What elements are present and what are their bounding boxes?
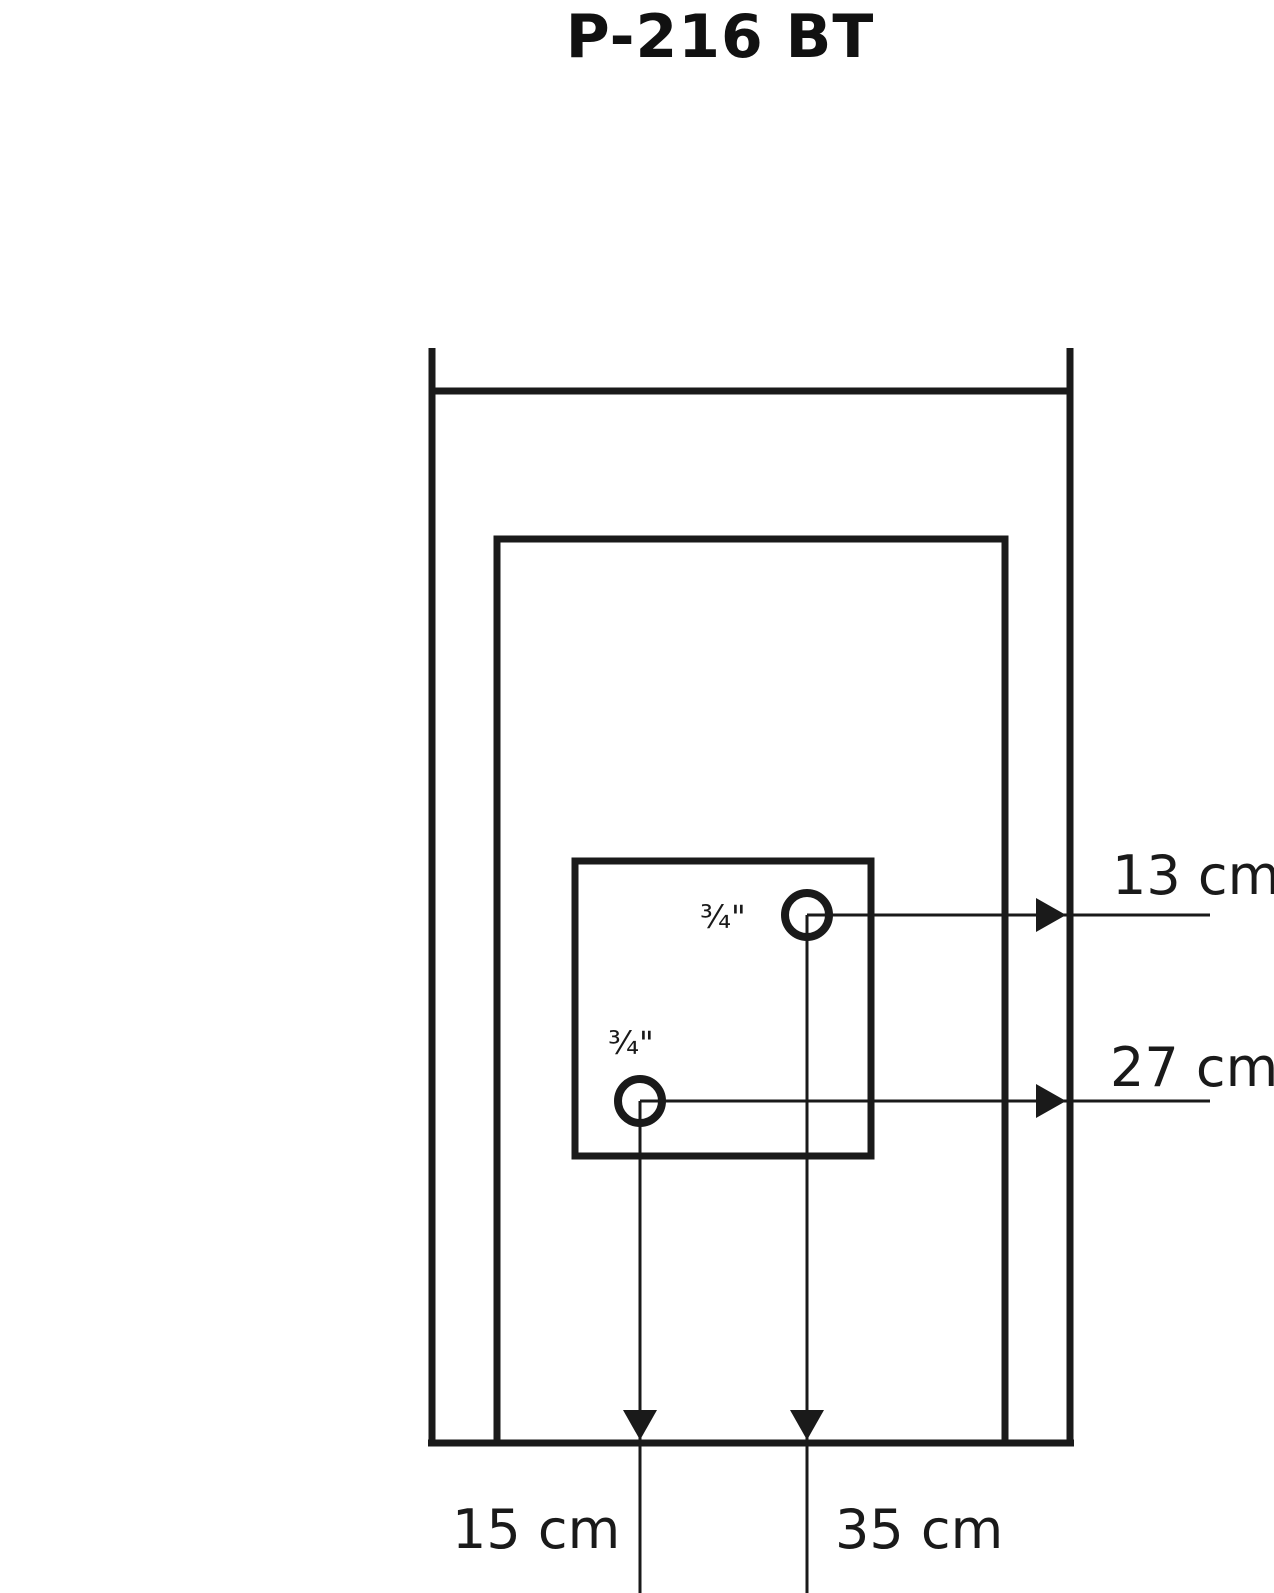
diagram-title: P-216 BT: [565, 2, 875, 72]
upper-horizontal-arrow: [1036, 898, 1066, 932]
heater-outer-casing: [428, 348, 1074, 1447]
upper-bottom-dimension-label: 35 cm: [835, 1498, 1003, 1561]
lower-bottom-dimension-label: 15 cm: [452, 1498, 620, 1561]
upper-vertical-arrow: [790, 1410, 824, 1440]
upper-connection: ¾" 13 cm 35 cm: [700, 844, 1274, 1593]
upper-connection-size: ¾": [700, 898, 746, 936]
lower-connection-size: ¾": [608, 1024, 654, 1062]
lower-connection: ¾" 27 cm 15 cm: [452, 1024, 1274, 1593]
lower-horizontal-arrow: [1036, 1084, 1066, 1118]
lower-side-dimension-label: 27 cm: [1110, 1036, 1274, 1099]
connection-box: [571, 857, 875, 1160]
upper-side-dimension-label: 13 cm: [1112, 844, 1274, 907]
heater-inner-panel: [493, 535, 1009, 1447]
lower-vertical-arrow: [623, 1410, 657, 1440]
